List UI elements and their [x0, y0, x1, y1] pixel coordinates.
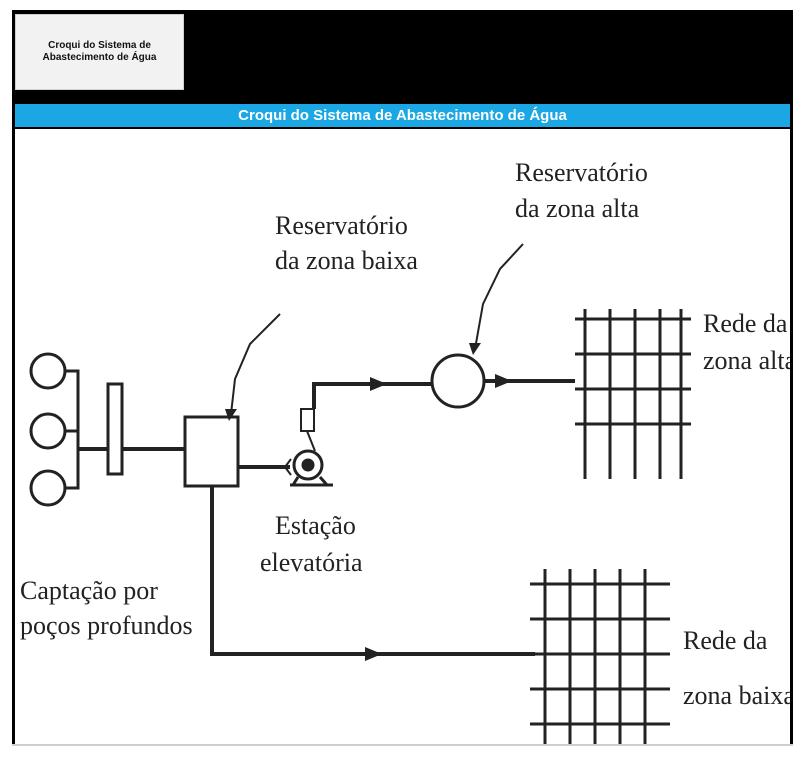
high-zone-reservoir	[430, 353, 486, 409]
well-connector	[65, 369, 80, 490]
label-wells-line2: poços profundos	[20, 611, 193, 640]
label-pump-station-line1: Estação	[275, 511, 356, 540]
high-zone-network	[575, 309, 691, 479]
title-divider	[15, 127, 790, 129]
well-1	[29, 352, 67, 390]
pipe-to-high-reservoir	[312, 382, 433, 409]
pipe-to-low-network	[210, 486, 535, 656]
manifold	[106, 382, 124, 476]
bottom-divider	[12, 744, 793, 746]
label-high-network-line2: zona alta	[703, 346, 790, 375]
low-zone-reservoir	[183, 415, 240, 488]
well-3	[29, 469, 67, 507]
low-zone-network	[530, 569, 670, 744]
right-border	[790, 104, 793, 744]
section-title: Croqui do Sistema de Abastecimento de Ág…	[15, 104, 790, 127]
label-low-network-line2: zona baixa	[683, 681, 790, 710]
label-high-reservoir-line2: da zona alta	[515, 194, 640, 223]
label-wells-line1: Captação por	[20, 576, 158, 605]
label-pump-station-line2: elevatória	[260, 548, 363, 577]
label-low-network-line1: Rede da	[683, 626, 768, 655]
label-high-network-line1: Rede da	[703, 309, 788, 338]
label-low-reservoir-line1: Reservatório	[275, 211, 408, 240]
label-high-reservoir-line1: Reservatório	[515, 158, 648, 187]
leader-low-reservoir	[230, 313, 281, 415]
label-low-reservoir-line2: da zona baixa	[275, 246, 418, 275]
left-border	[12, 104, 15, 744]
pump	[292, 449, 324, 481]
leader-high-reservoir	[474, 243, 524, 350]
well-2	[29, 412, 67, 450]
water-supply-diagram: Reservatório da zona baixa Reservatório …	[20, 158, 790, 744]
thumbnail-title[interactable]: Croqui do Sistema de Abastecimento de Ág…	[15, 14, 184, 90]
